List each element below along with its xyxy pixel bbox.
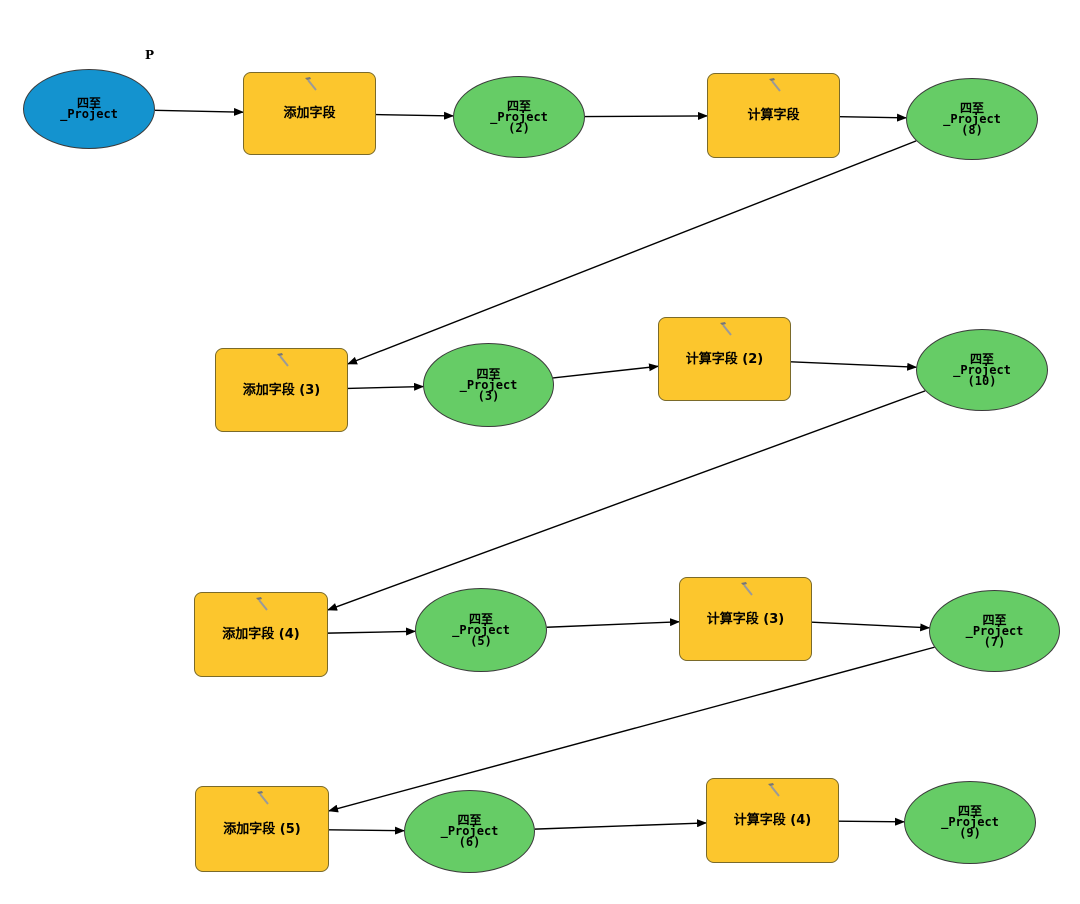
node-label: 四至 _Project (60, 96, 118, 121)
tool-node-calculate-field[interactable]: 计算字段 (3) (679, 577, 812, 661)
node-label: 四至 _Project (9) (941, 804, 999, 840)
connector-arrow[interactable] (811, 621, 931, 632)
parameter-flag: P (145, 48, 155, 62)
tool-node-calculate-field[interactable]: 计算字段 (2) (658, 317, 791, 401)
node-label: 四至 _Project (10) (953, 351, 1011, 388)
output-data-node[interactable]: 四至 _Project (7) (929, 590, 1060, 672)
hammer-icon (304, 77, 317, 91)
hammer-icon (768, 78, 781, 92)
node-label: 四至 _Project (7) (965, 612, 1024, 649)
connector-arrow[interactable] (154, 107, 244, 116)
input-data-node[interactable]: 四至 _Project (23, 69, 155, 149)
output-data-node[interactable]: 四至 _Project (8) (906, 78, 1038, 160)
node-label: 四至 _Project (6) (440, 813, 499, 849)
tool-node-calculate-field[interactable]: 计算字段 (4) (706, 778, 839, 863)
connector-arrow[interactable] (328, 646, 935, 813)
connector-arrow[interactable] (838, 817, 906, 826)
tool-node-calculate-field[interactable]: 计算字段 (707, 73, 840, 158)
output-data-node[interactable]: 四至 _Project (5) (415, 588, 547, 672)
node-label: 添加字段 (283, 106, 336, 121)
tool-node-add-field[interactable]: 添加字段 (5) (195, 786, 329, 872)
connector-arrow[interactable] (546, 618, 680, 628)
hammer-icon (256, 597, 268, 611)
node-label: 四至 _Project (3) (459, 366, 518, 403)
output-data-node[interactable]: 四至 _Project (10) (916, 329, 1048, 411)
output-data-node[interactable]: 四至 _Project (6) (404, 790, 535, 873)
node-label: 计算字段 (2) (685, 351, 764, 367)
node-label: 添加字段 (4) (222, 627, 300, 642)
node-label: 添加字段 (5) (223, 821, 301, 837)
node-label: 计算字段 (4) (733, 813, 812, 828)
output-data-node[interactable]: 四至 _Project (9) (904, 781, 1036, 864)
hammer-icon (740, 582, 753, 596)
connector-arrow[interactable] (534, 819, 707, 830)
hammer-icon (719, 322, 732, 336)
hammer-icon (767, 783, 780, 797)
connector-arrow[interactable] (584, 111, 708, 120)
connector-arrow[interactable] (347, 382, 425, 391)
node-label: 计算字段 (747, 108, 800, 123)
hammer-icon (276, 353, 289, 367)
output-data-node[interactable]: 四至 _Project (3) (423, 343, 554, 427)
connector-arrow[interactable] (327, 627, 417, 636)
connector-arrow[interactable] (347, 140, 917, 365)
node-label: 添加字段 (3) (242, 382, 321, 398)
tool-node-add-field[interactable]: 添加字段 (4) (194, 592, 328, 677)
node-label: 四至 _Project (8) (943, 100, 1001, 137)
connector-arrow[interactable] (790, 361, 918, 371)
connector-arrow[interactable] (328, 826, 406, 835)
node-label: 四至 _Project (5) (452, 611, 510, 648)
connector-arrow[interactable] (552, 363, 659, 379)
output-data-node[interactable]: 四至 _Project (2) (453, 76, 585, 158)
node-label: 计算字段 (3) (706, 611, 785, 627)
connector-arrow[interactable] (327, 390, 926, 611)
tool-node-add-field[interactable]: 添加字段 (3) (215, 348, 348, 432)
connector-arrow[interactable] (839, 113, 908, 122)
hammer-icon (257, 791, 269, 805)
node-label: 四至 _Project (2) (490, 98, 548, 135)
tool-node-add-field[interactable]: 添加字段 (243, 72, 376, 155)
connector-arrow[interactable] (375, 111, 455, 120)
